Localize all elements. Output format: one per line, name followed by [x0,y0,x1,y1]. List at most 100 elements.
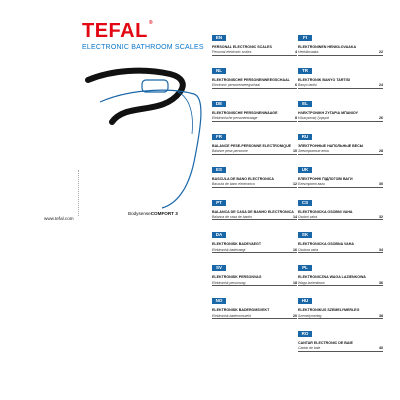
language-subtitle: Electronic personenweegschaal [212,83,260,88]
toc-line: Henkilovaaka 22 [298,50,383,56]
toc-line: Электронные весы 28 [298,149,383,155]
language-title: ЕЛЕКТРОННІ ПІДЛОГОВІ ВАГИ [298,176,353,181]
language-title: ЭЛЕКТРОННЫЕ НАПОЛЬНЫЕ ВЕСЫ [298,143,364,148]
language-entry[interactable]: EN PERSONAL ELECTRONIC SCALES Personal e… [212,26,297,56]
toc-line: Waga lazienkowa 36 [298,280,383,287]
website-url[interactable]: www.tefal.com [44,216,74,221]
language-code: UK [298,166,312,173]
page-number: 18 [293,280,297,285]
language-entry[interactable]: NO ELEKTRONISK BADEROMSVEKT Elektronisk … [212,289,297,320]
page-number: 40 [379,346,383,351]
language-entry[interactable]: RU ЭЛЕКТРОННЫЕ НАПОЛЬНЫЕ ВЕСЫ Электронны… [298,125,383,155]
language-title: ELEKTRONISK PERSONVAG [212,275,262,280]
language-code: EL [298,100,312,107]
language-code: DA [212,232,226,239]
page-number: 32 [379,214,383,219]
language-entry[interactable]: DE ELEKTRONISCHE PERSONENWAAGE Elektroni… [212,92,297,122]
language-code: RO [298,331,312,338]
language-code: CS [298,199,312,206]
toc-line: Bascula de bano electronica 12 [212,182,297,188]
language-subtitle: Waga lazienkowa [298,280,325,285]
page-number: 36 [379,280,383,285]
language-title: CANTAR ELECTRONIC DE BAIE [298,341,353,346]
language-column-left: EN PERSONAL ELECTRONIC SCALES Personal e… [212,26,297,322]
scale-platform [99,89,202,209]
language-entry[interactable]: NL ELEKTRONISCHE PERSONENWEEGSCHAAL Elec… [212,59,297,89]
page-number: 28 [379,149,383,154]
language-title: ELEKTRONISCHE PERSONENWEEGSCHAAL [212,77,290,82]
language-subtitle: Elektronisk personvag [212,280,246,285]
page-number: 14 [293,214,297,219]
brand-name: TEFAL [82,20,148,42]
language-subtitle: Електронні ваги [298,181,325,186]
language-title: ELEKTRONISK BADEROMSVEKT [212,308,270,313]
page-number: 22 [379,50,383,55]
language-entry[interactable]: TR ELEKTRONIK BANYO TARTISI Banyo tartis… [298,59,383,89]
language-entry[interactable]: SV ELEKTRONISK PERSONVAG Elektronisk per… [212,256,297,287]
language-title: ELEKTRONIK BANYO TARTISI [298,77,351,82]
language-subtitle: Henkilovaaka [298,50,319,55]
dotted-divider [78,170,81,216]
language-title: ELEKTRONIKUS SZEMELYMERLEG [298,308,360,313]
language-subtitle: Bascula de bano electronica [212,181,255,186]
language-entry[interactable]: CS ELEKTRONICKA OSOBNI VAHA Osobni vaha 3… [298,191,383,221]
language-subtitle: Osobna vaha [298,247,319,252]
language-code: FR [212,133,226,140]
language-entry[interactable]: DA ELEKTRONISK BADEVAEGT Elektronisk bad… [212,223,297,254]
language-subtitle: Osobni vaha [298,214,318,219]
language-title: ELEKTRONICKA OSOBNI VAHA [298,209,353,214]
language-entry[interactable]: SK ELEKTRONICKA OSOBNA VAHA Osobna vaha 3… [298,223,383,254]
page-number: 24 [379,83,383,88]
page-number: 6 [295,83,297,88]
language-code: HU [298,298,312,305]
scale-edge [177,91,193,135]
toc-line: Electronic personenweegschaal 6 [212,83,297,89]
language-entry[interactable]: FR BALANCE PESE-PERSONNE ELECTRONIQUE Ba… [212,125,297,155]
language-code: PT [212,199,226,206]
page-number: 10 [293,149,297,154]
language-column-right: FI ELEKTRONINEN HENKILOVAAKA Henkilovaak… [298,26,383,355]
scale-outline [85,67,186,125]
scale-illustration [82,62,207,212]
brand-logo: TEFAL® [82,20,172,42]
page-number: 34 [379,247,383,252]
language-subtitle: Elektronisk baderomsvekt [212,313,251,318]
language-code: NL [212,67,226,74]
language-title: PERSONAL ELECTRONIC SCALES [212,45,272,49]
language-title: ELEKTRONICKA OSOBNA VAHA [298,242,354,247]
language-entry[interactable]: RO CANTAR ELECTRONIC DE BAIE Cantar de b… [298,322,383,353]
language-entry[interactable]: EL ΗΛΕΚΤΡΟΝΙΚΗ ΖΥΓΑΡΙΑ ΜΠΑΝΙΟΥ Ηλεκτρονι… [298,92,383,122]
toc-line: Osobni vaha 32 [298,214,383,221]
language-entry[interactable]: UK ЕЛЕКТРОННІ ПІДЛОГОВІ ВАГИ Електронні … [298,158,383,188]
page-number: 8 [295,116,297,121]
language-entry[interactable]: PT BALANCA DE CASA DE BANHO ELECTRONICA … [212,191,297,221]
registered-mark: ® [148,20,154,26]
toc-line: Електронні ваги 30 [298,182,383,188]
language-code: SK [298,232,312,239]
language-code: DE [212,100,226,107]
language-entry[interactable]: ES BASCULA DE BANO ELECTRONICA Bascula d… [212,158,297,188]
language-title: ELEKTRONISK BADEVAEGT [212,242,262,247]
page-number: 38 [379,313,383,318]
document-subtitle: ELECTRONIC BATHROOM SCALES [82,44,204,51]
page-number: 4 [295,50,297,55]
toc-line: Elektronisk personvag 18 [212,280,297,287]
language-code: PL [298,265,312,272]
language-subtitle: Электронные весы [298,149,330,154]
page-number: 30 [379,181,383,186]
language-subtitle: Personal electronic scales [212,50,252,55]
page-number: 12 [293,181,297,186]
toc-line: Osobna vaha 34 [298,247,383,254]
language-entry[interactable]: PL ELEKTRONICZNA WAGA LAZIENKOWA Waga la… [298,256,383,287]
product-line: BodysenseCOMFORT 3 [128,211,178,216]
language-title: ELEKTRONINEN HENKILOVAAKA [298,45,357,49]
language-entry[interactable]: FI ELEKTRONINEN HENKILOVAAKA Henkilovaak… [298,26,383,56]
language-code: FI [298,35,312,41]
language-entry[interactable]: HU ELEKTRONIKUS SZEMELYMERLEG Szemelymer… [298,289,383,320]
language-title: ELEKTRONICZNA WAGA LAZIENKOWA [298,275,366,280]
